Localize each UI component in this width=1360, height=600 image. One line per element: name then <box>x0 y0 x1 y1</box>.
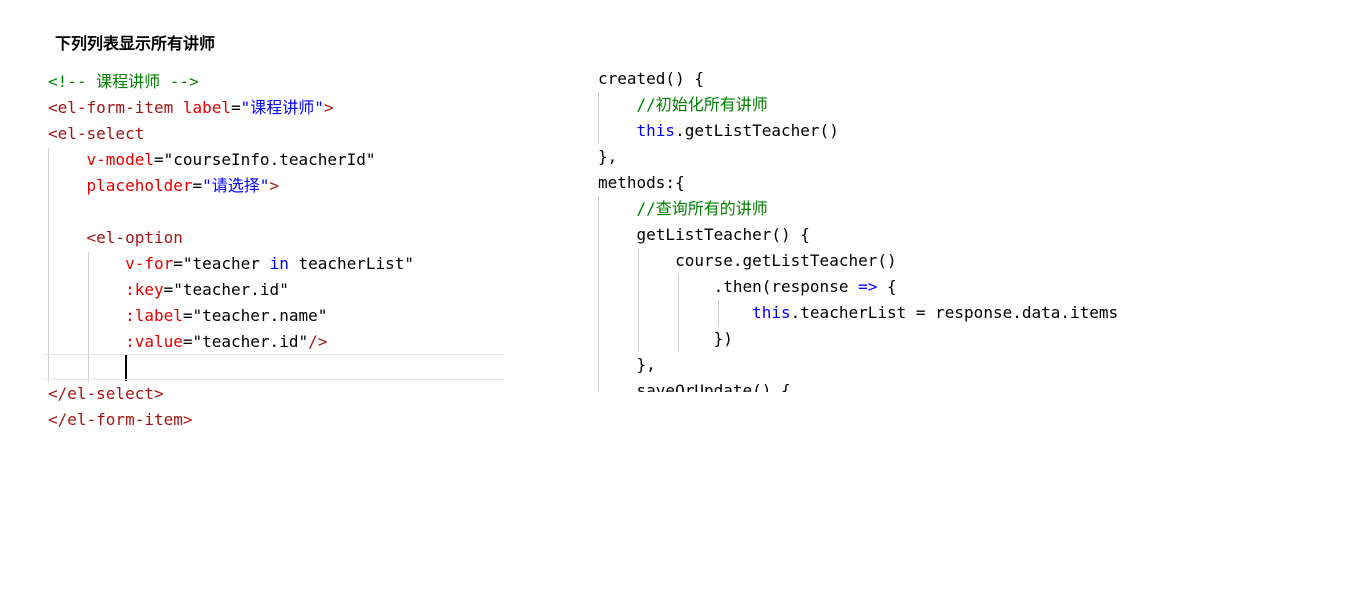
code-line: }, <box>598 352 1198 378</box>
code-token <box>598 95 637 114</box>
code-line: //查询所有的讲师 <box>598 196 1198 222</box>
code-token: <el-select <box>48 124 145 143</box>
code-line: }, <box>598 144 1198 170</box>
text-cursor <box>125 355 128 381</box>
code-line: :label="teacher.name" <box>48 303 508 329</box>
code-token: </el-select> <box>48 384 164 403</box>
code-token: //初始化所有讲师 <box>636 95 768 114</box>
code-token <box>48 358 125 377</box>
code-token: > <box>269 176 280 195</box>
code-token: ="teacher.id" <box>182 332 309 351</box>
code-line: //初始化所有讲师 <box>598 92 1198 118</box>
code-token <box>48 150 87 169</box>
code-token <box>48 306 125 325</box>
code-token: "课程讲师" <box>240 98 324 117</box>
indent-guide <box>88 252 89 382</box>
code-line: getListTeacher() { <box>598 222 1198 248</box>
code-token: course.getListTeacher() <box>598 251 897 270</box>
indent-guide <box>678 274 679 352</box>
section-heading: 下列列表显示所有讲师 <box>55 34 216 53</box>
code-token: }, <box>598 355 656 374</box>
code-line: v-for="teacher in teacherList" <box>48 251 508 277</box>
code-token: }, <box>598 147 618 166</box>
indent-guide <box>598 92 599 144</box>
code-token: v-model <box>86 150 154 169</box>
code-token: :value <box>125 332 183 351</box>
code-line: <!-- 课程讲师 --> <box>48 69 508 95</box>
code-token: placeholder <box>86 176 193 195</box>
code-token: label <box>182 98 232 117</box>
code-line: .then(response => { <box>598 274 1198 300</box>
code-token: :key <box>125 280 164 299</box>
code-token: => <box>858 277 878 296</box>
code-line <box>48 199 508 225</box>
right-code-block[interactable]: created() { //初始化所有讲师 this.getListTeache… <box>598 66 1198 392</box>
code-line: </el-form-item> <box>48 407 508 433</box>
code-token: teacherList" <box>288 254 415 273</box>
code-line: methods:{ <box>598 170 1198 196</box>
code-token <box>598 303 752 322</box>
code-line: this.teacherList = response.data.items <box>598 300 1198 326</box>
code-token: > <box>323 98 334 117</box>
indent-guide <box>598 196 599 392</box>
code-token: ="courseInfo.teacherId" <box>153 150 376 169</box>
indent-guide <box>718 300 719 326</box>
code-line: placeholder="请选择"> <box>48 173 508 199</box>
code-line: course.getListTeacher() <box>598 248 1198 274</box>
code-token: getListTeacher() { <box>598 225 810 244</box>
code-token: .teacherList = response.data.items <box>790 303 1119 322</box>
code-line: <el-option <box>48 225 508 251</box>
code-token: ="teacher.id" <box>163 280 289 299</box>
code-token <box>48 176 87 195</box>
code-line: :value="teacher.id"/> <box>48 329 508 355</box>
code-token: :label <box>125 306 183 325</box>
code-line: v-model="courseInfo.teacherId" <box>48 147 508 173</box>
left-code-block[interactable]: <!-- 课程讲师 --><el-form-item label="课程讲师">… <box>48 69 508 435</box>
code-token: <el-option <box>86 228 183 247</box>
code-line: this.getListTeacher() <box>598 118 1198 144</box>
code-line: created() { <box>598 66 1198 92</box>
code-line: :key="teacher.id" <box>48 277 508 303</box>
code-token: ="teacher <box>173 254 270 273</box>
code-token <box>48 254 125 273</box>
code-line: <el-form-item label="课程讲师"> <box>48 95 508 121</box>
code-token: .getListTeacher() <box>675 121 839 140</box>
code-token: <el-form-item <box>48 98 183 117</box>
code-token: v-for <box>125 254 174 273</box>
code-token: saveOrUpdate() { <box>598 381 791 392</box>
code-token: "请选择" <box>202 176 270 195</box>
code-line: </el-select> <box>48 381 508 407</box>
code-token: /> <box>308 332 328 351</box>
code-token: in <box>269 254 289 273</box>
code-line: }) <box>598 326 1198 352</box>
code-token: = <box>231 98 241 117</box>
indent-guide <box>638 248 639 352</box>
code-token <box>48 280 125 299</box>
code-token: this <box>636 121 676 140</box>
code-token: = <box>192 176 203 195</box>
code-token <box>48 332 125 351</box>
code-token: methods:{ <box>598 173 685 192</box>
code-token: <!-- 课程讲师 --> <box>48 72 199 91</box>
indent-guide <box>48 148 49 382</box>
code-token: .then(response <box>598 277 859 296</box>
code-token: </el-form-item> <box>48 410 193 429</box>
code-token: ="teacher.name" <box>182 306 328 325</box>
code-token: this <box>752 303 791 322</box>
code-line: saveOrUpdate() { <box>598 378 1198 392</box>
code-token: created() { <box>598 69 704 88</box>
code-line: <el-select <box>48 121 508 147</box>
code-line <box>48 355 508 381</box>
code-token <box>598 199 637 218</box>
code-token <box>48 228 87 247</box>
code-token: }) <box>598 329 733 348</box>
code-token: //查询所有的讲师 <box>636 199 768 218</box>
code-token: { <box>877 277 897 296</box>
code-token <box>598 121 637 140</box>
